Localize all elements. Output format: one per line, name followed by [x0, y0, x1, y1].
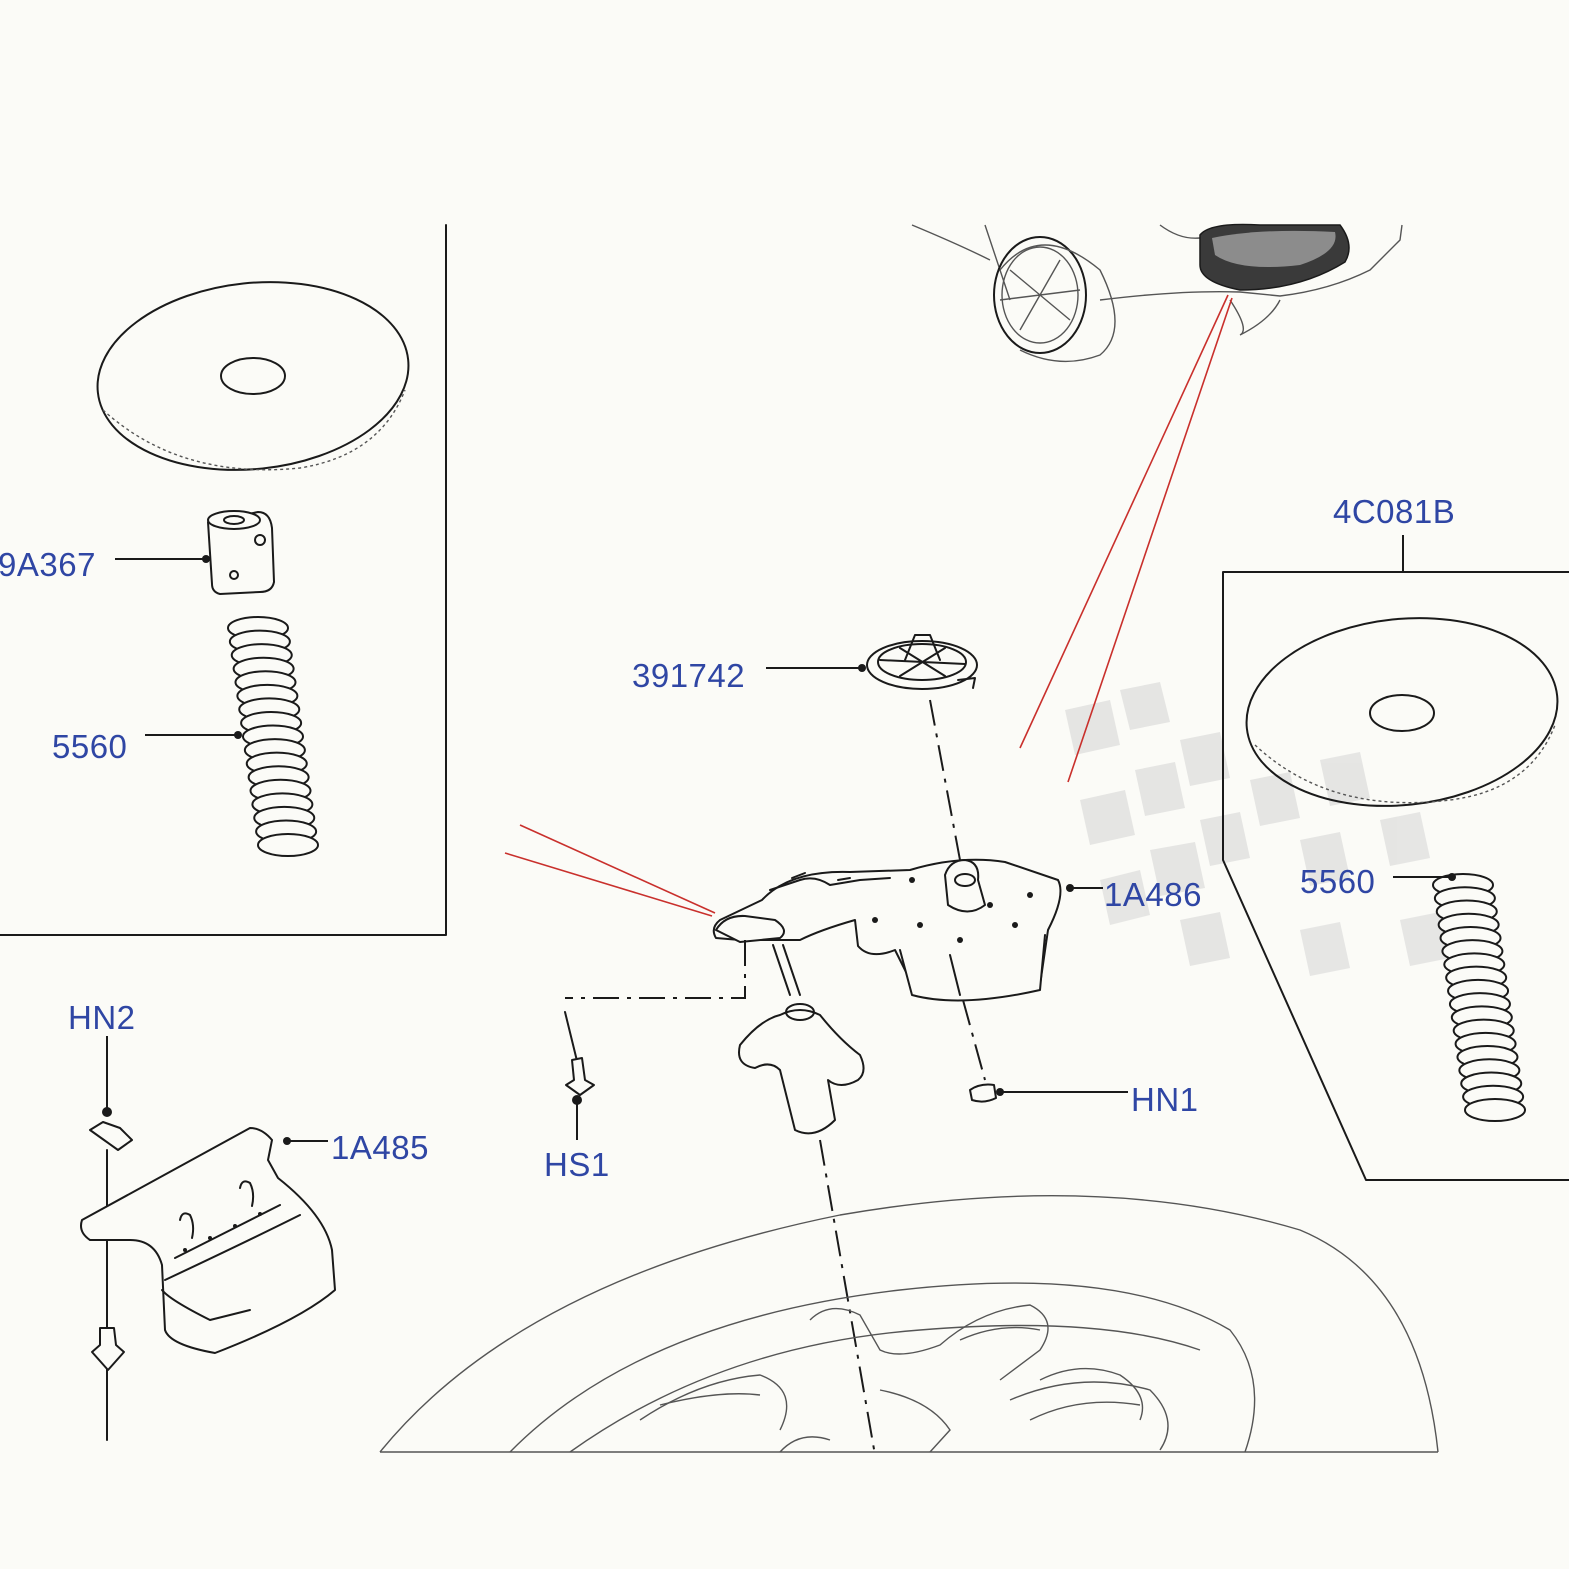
callout-1a485[interactable]: 1A485: [331, 1129, 429, 1166]
callout-5560-left[interactable]: 5560: [52, 728, 128, 765]
wheel-clamp-icon: [866, 634, 978, 690]
callout-391742[interactable]: 391742: [632, 657, 746, 694]
spring-coil: [1464, 1098, 1526, 1122]
leader-dot-1a486: [1066, 884, 1074, 892]
spring-coil: [257, 833, 319, 857]
coil-spring-right-icon: [1432, 873, 1526, 1122]
disc-cover-right-icon: [1245, 617, 1559, 807]
nut-hn1-icon: [969, 1083, 1004, 1103]
callout-1a486[interactable]: 1A486: [1104, 876, 1202, 913]
leader-dot-5560-right: [1448, 873, 1456, 881]
right-group-frame: [1222, 571, 1569, 1181]
mounting-bracket-icon: [80, 1127, 336, 1354]
callout-4c081b[interactable]: 4C081B: [1333, 493, 1456, 530]
pointer-hs1-line: [564, 1011, 579, 1066]
nut-hn2-icon: [89, 1107, 133, 1151]
left-group-frame: [0, 224, 447, 936]
retaining-strap-icon: [738, 944, 865, 1135]
leader-dot-391742: [858, 664, 866, 672]
checker-watermark: [1065, 682, 1450, 976]
axis-line-hs1: [565, 940, 746, 999]
spare-wheel-carrier-icon: [712, 858, 1062, 1002]
callout-5560-right[interactable]: 5560: [1300, 863, 1376, 900]
axis-line-hn1: [962, 999, 986, 1081]
clip-hs1-icon: [565, 1057, 595, 1140]
axis-line-391742: [929, 699, 961, 861]
callout-hn1[interactable]: HN1: [1131, 1081, 1199, 1118]
nut-retainer-icon: [207, 510, 275, 595]
callout-hs1[interactable]: HS1: [544, 1146, 610, 1183]
leader-dot-1a485: [283, 1137, 291, 1145]
callout-9a367[interactable]: 9A367: [0, 546, 96, 583]
coil-spring-icon: [227, 616, 319, 857]
leader-dot-5560-left: [234, 731, 242, 739]
vehicle-rear-icon: [911, 223, 1403, 363]
red-guide-lines: [504, 294, 1233, 917]
callout-hn2[interactable]: HN2: [68, 999, 136, 1036]
spare-wheel-icon: [379, 1195, 1439, 1453]
disc-cover-icon: [96, 281, 410, 471]
leader-dot-9a367: [202, 555, 210, 563]
stud-icon: [91, 1327, 125, 1371]
